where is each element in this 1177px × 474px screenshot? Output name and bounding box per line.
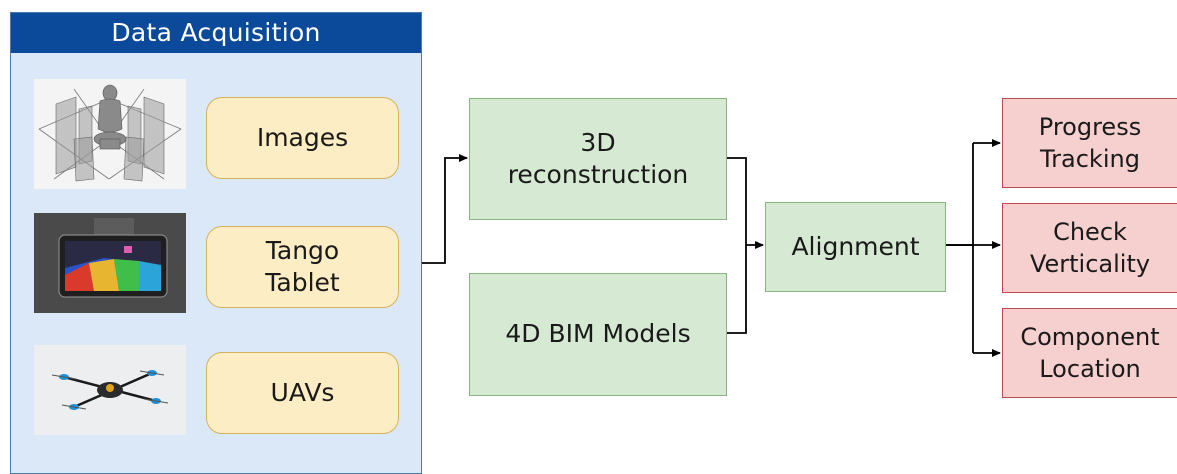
reconstruction-box: 3D reconstruction <box>469 98 727 220</box>
output-component-location-box: Component Location <box>1002 308 1177 398</box>
data-acquisition-panel: Data Acquisition <box>10 12 422 474</box>
connector-bracket-right <box>727 157 747 334</box>
source-tango-tablet-box: Tango Tablet <box>206 226 399 308</box>
source-images-box: Images <box>206 97 399 179</box>
alignment-box: Alignment <box>765 202 946 292</box>
arrow-acquisition-to-reconstruction <box>422 154 468 264</box>
drone-icon <box>34 345 186 435</box>
output-progress-tracking-box: Progress Tracking <box>1002 98 1177 188</box>
bim-models-box: 4D BIM Models <box>469 273 727 396</box>
panel-title: Data Acquisition <box>11 13 421 53</box>
camera-views-icon <box>34 79 186 189</box>
point-cloud-tablet-icon <box>34 213 186 313</box>
output-check-verticality-box: Check Verticality <box>1002 203 1177 293</box>
source-uavs-box: UAVs <box>206 352 399 434</box>
connector-fanout <box>946 143 974 353</box>
